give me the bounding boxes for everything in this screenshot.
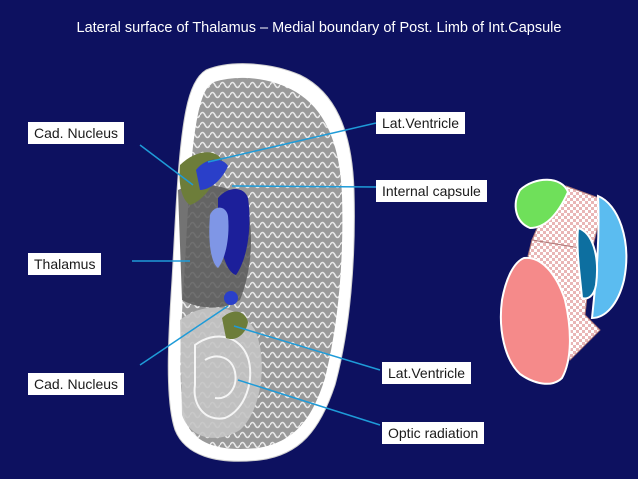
cad-nucleus-top-pointer [139,144,194,186]
putamen-region [218,189,250,275]
label-internal-capsule: Internal capsule [376,180,487,202]
capsule-schematic [499,178,628,385]
lateral-ventricle-top-region [196,159,228,190]
label-lat-ventricle-bottom: Lat.Ventricle [382,362,472,384]
blue-region [590,194,628,320]
salmon-region [499,256,571,385]
label-optic-radiation: Optic radiation [382,422,485,444]
optic-radiation-pointer [237,379,381,426]
brain-section-image [167,63,355,462]
teal-region [576,226,598,300]
page-title: Lateral surface of Thalamus – Medial bou… [76,20,562,36]
green-region [514,178,570,230]
label-cad-nucleus-bottom: Cad. Nucleus [28,373,125,395]
cad-nucleus-bottom-pointer [139,305,229,366]
lateral-ventricle-bottom-region [224,291,238,305]
label-thalamus: Thalamus [28,253,102,275]
caudate-nucleus-bottom-region [222,311,248,340]
internal-capsule-pointer [231,185,377,188]
lat-ventricle-top-pointer [207,122,377,163]
lat-ventricle-bottom-pointer [233,325,381,371]
label-lat-ventricle-top: Lat.Ventricle [376,112,466,134]
label-cad-nucleus-top: Cad. Nucleus [28,122,125,144]
globus-pallidus-region [209,207,229,268]
